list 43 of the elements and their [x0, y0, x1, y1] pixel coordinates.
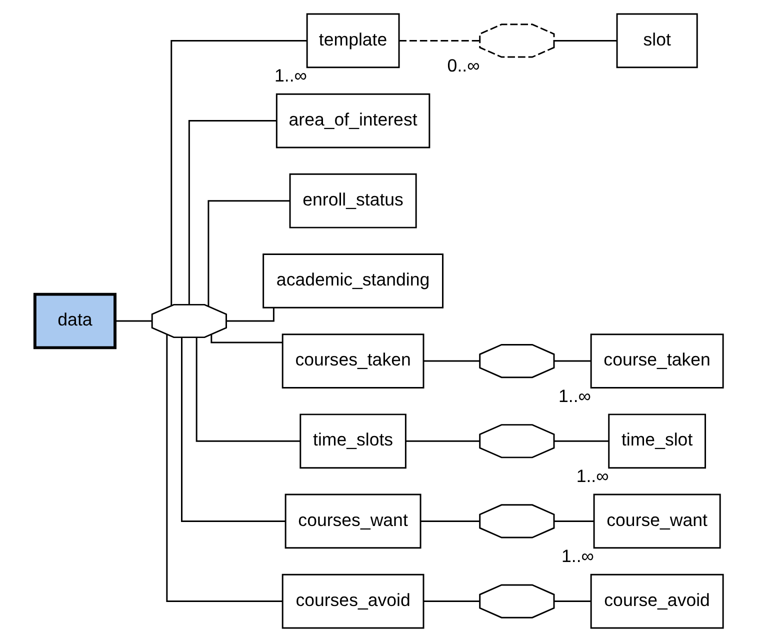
node-octagon — [151, 304, 227, 338]
node-box: enroll_status — [289, 173, 417, 228]
node-label: 1..∞ — [562, 546, 594, 566]
connector — [170, 40, 307, 306]
node-box: template — [306, 13, 400, 68]
connector — [181, 337, 286, 522]
connector — [420, 520, 480, 522]
node-box: time_slots — [300, 414, 406, 469]
node-octagon — [479, 424, 555, 458]
node-octagon — [479, 344, 555, 378]
connector — [210, 334, 282, 344]
node-label: 1..∞ — [576, 466, 609, 486]
node-box: academic_standing — [262, 254, 444, 308]
node-box: course_avoid — [590, 574, 724, 629]
node-box: course_want — [593, 494, 721, 549]
node-label: 1..∞ — [274, 66, 307, 86]
connector — [554, 40, 617, 42]
connector — [554, 520, 594, 522]
node-box: time_slot — [608, 414, 706, 469]
connector — [399, 40, 480, 42]
connector — [188, 120, 276, 305]
node-box: courses_taken — [282, 334, 424, 388]
node-box: slot — [616, 13, 698, 68]
connector — [554, 440, 609, 442]
connector — [424, 600, 480, 602]
node-box: course_taken — [590, 334, 724, 388]
node-box: courses_want — [284, 494, 422, 549]
connector — [554, 600, 591, 602]
node-octagon — [479, 504, 555, 538]
connector — [196, 338, 300, 442]
node-box: area_of_interest — [276, 93, 430, 148]
connector — [554, 360, 591, 362]
node-label: 1..∞ — [558, 386, 591, 406]
connector — [166, 334, 282, 602]
node-octagon — [479, 584, 555, 618]
connector — [208, 200, 290, 306]
connector — [424, 360, 480, 362]
node-octagon — [479, 24, 555, 58]
connector — [116, 320, 152, 322]
node-label: 0..∞ — [447, 55, 480, 76]
node-box: courses_avoid — [282, 574, 424, 629]
node-box: data — [33, 292, 116, 350]
connector — [406, 440, 480, 442]
